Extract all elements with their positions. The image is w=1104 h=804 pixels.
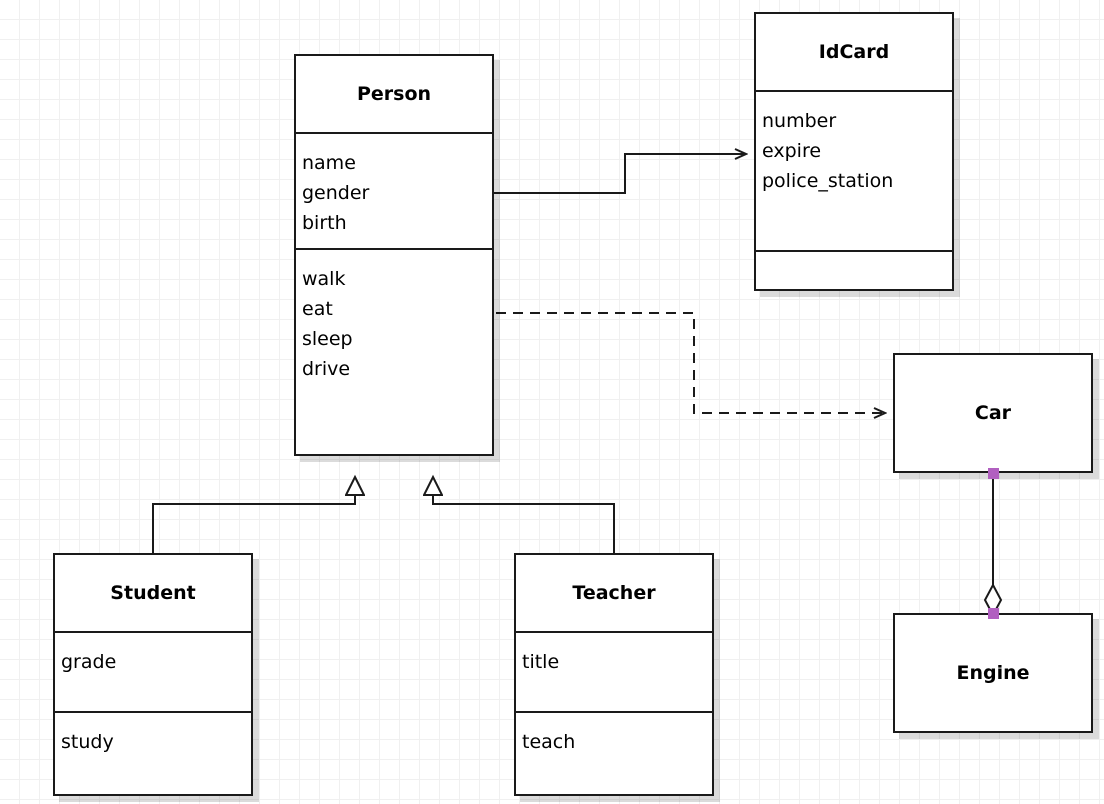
connection-handle-engine-top[interactable]	[988, 608, 999, 619]
class-box-person[interactable]: Person name gender birth walk eat sleep …	[294, 54, 494, 456]
attribute-row: gender	[302, 182, 370, 204]
class-name-engine: Engine	[956, 662, 1030, 684]
operation-row: eat	[302, 298, 333, 320]
relationship-person-car[interactable]	[496, 312, 885, 413]
operation-row: teach	[522, 731, 576, 753]
operation-row: sleep	[302, 328, 353, 350]
class-operations-person: walk eat sleep drive	[296, 248, 492, 384]
class-name-person: Person	[356, 83, 432, 105]
relationship-person-idcard[interactable]	[494, 154, 746, 194]
attribute-row: number	[762, 110, 837, 132]
class-attributes-student: grade	[55, 631, 251, 711]
class-attributes-idcard: number expire police_station	[756, 90, 952, 250]
class-attributes-person: name gender birth	[296, 132, 492, 248]
class-name-student: Student	[110, 582, 196, 604]
class-attributes-teacher: title	[516, 631, 712, 711]
class-operations-student: study	[55, 711, 251, 757]
attribute-row: grade	[61, 651, 117, 673]
class-box-car[interactable]: Car	[893, 353, 1093, 473]
attribute-row: police_station	[762, 170, 894, 192]
relationship-teacher-person[interactable]	[433, 477, 615, 553]
class-operations-teacher: teach	[516, 711, 712, 757]
operation-row: walk	[302, 268, 346, 290]
operation-row: drive	[302, 358, 351, 380]
class-name-idcard: IdCard	[818, 41, 890, 63]
attribute-row: name	[302, 152, 356, 174]
class-name-teacher: Teacher	[572, 582, 656, 604]
operation-row: study	[61, 731, 114, 753]
class-box-student[interactable]: Student grade study	[53, 553, 253, 796]
class-box-teacher[interactable]: Teacher title teach	[514, 553, 714, 796]
relationship-student-person[interactable]	[152, 477, 355, 553]
attribute-row: expire	[762, 140, 822, 162]
connection-handle-car-bottom[interactable]	[988, 468, 999, 479]
attribute-row: title	[522, 651, 560, 673]
class-name-car: Car	[974, 402, 1012, 424]
class-operations-idcard	[756, 250, 952, 289]
attribute-row: birth	[302, 212, 347, 234]
class-box-idcard[interactable]: IdCard number expire police_station	[754, 12, 954, 291]
class-box-engine[interactable]: Engine	[893, 613, 1093, 733]
